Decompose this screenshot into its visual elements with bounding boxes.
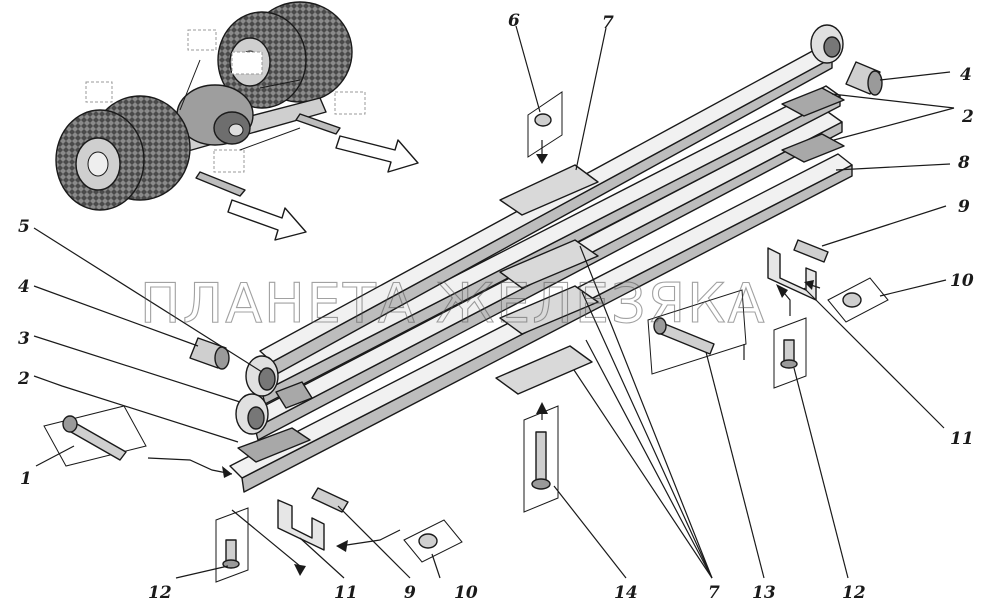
callout-11-bottom: 11 [334,583,358,603]
callout-11-right: 11 [950,429,974,449]
callout-12-bottom: 12 [148,583,172,603]
callout-9-bottom: 9 [404,583,416,603]
rear-wheels-left [55,95,191,211]
leader-lines [33,25,955,579]
bolt-1 [43,405,147,467]
callout-13: 13 [752,583,776,603]
bracket-11-right [767,247,817,301]
callout-8: 8 [957,153,970,173]
callout-9-right: 9 [958,197,970,217]
callout-2-right: 2 [961,107,974,127]
bushing-4-left [189,337,230,370]
callout-7-top: 7 [602,13,614,33]
callout-labels: 1 2 3 4 5 6 7 4 2 8 9 10 11 12 11 9 10 1… [17,11,974,603]
pin-9-bottom [311,487,349,513]
callout-4-right: 4 [960,65,972,85]
nut-10-right [827,277,889,323]
callout-5: 5 [18,217,30,237]
assembly-arrows [147,140,821,576]
pin-9-right [793,239,829,263]
pad-2-right-bottom [781,133,845,163]
pad-7-top [499,164,599,216]
bracket-11-bottom [277,499,325,551]
pad-left-small [275,381,313,409]
pad-7-bottom [495,345,593,395]
bolt-14 [523,405,559,513]
callout-1: 1 [20,469,32,489]
axle-assembly-illustration [55,1,419,241]
pad-2-left [237,427,311,463]
callout-12-right: 12 [842,583,866,603]
callout-4-left: 4 [18,277,30,297]
arrow-icon [227,199,307,241]
pad-2-right-top [781,87,845,117]
arrow-icon [335,135,419,173]
bolt-13 [647,289,747,375]
bolt-12-right [773,317,807,389]
bushing-4-right [845,61,883,96]
nut-6 [527,91,563,158]
nut-10-bottom [403,519,463,563]
leaf-spring-pack [229,24,853,493]
callout-10-bottom: 10 [454,583,478,603]
callout-6: 6 [508,11,520,31]
pad-7-lower [499,285,599,335]
callout-2-left: 2 [17,369,30,389]
pad-7-middle [499,239,599,289]
callout-7-bottom: 7 [708,583,720,603]
callout-3: 3 [18,329,30,349]
callout-10-right: 10 [950,271,974,291]
callout-14: 14 [614,583,638,603]
watermark-text: ПЛАНЕТА ЖЕЛЕЗЯКА [140,272,766,335]
